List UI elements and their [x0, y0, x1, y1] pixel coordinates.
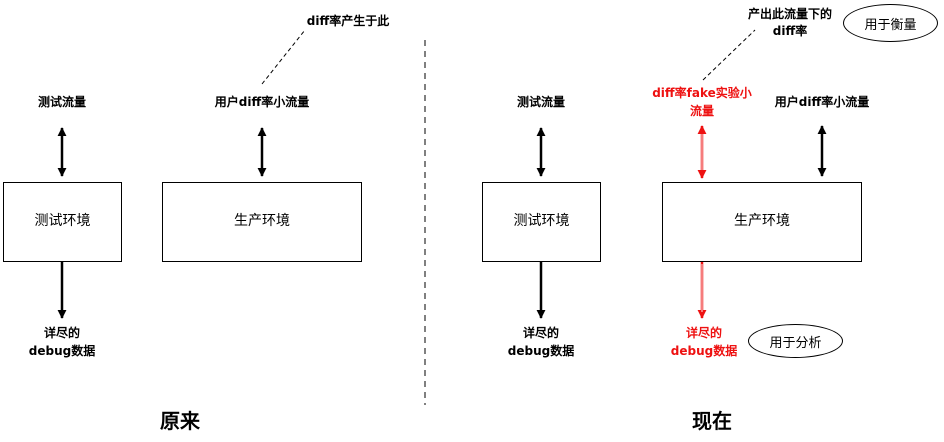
right-red-debug-line1: 详尽的 — [685, 326, 722, 340]
for-measure-ellipse: 用于衡量 — [843, 4, 938, 42]
left-user-traffic-label: 用户diff率小流量 — [214, 95, 310, 109]
left-test-traffic-label: 测试流量 — [37, 95, 86, 109]
right-section-title: 现在 — [692, 409, 732, 433]
left-section-title: 原来 — [160, 409, 200, 433]
right-diff-callout-line — [702, 29, 756, 81]
for-analysis-label: 用于分析 — [769, 335, 822, 351]
right-prod-env-label: 生产环境 — [734, 213, 790, 229]
left-test-env-label: 测试环境 — [34, 213, 91, 229]
right-test-env-box — [482, 182, 601, 262]
for-analysis-ellipse: 用于分析 — [748, 324, 843, 358]
right-diff-produced-line2: diff率 — [772, 24, 808, 38]
left-diff-callout-line — [261, 29, 306, 85]
left-debug-line2: debug数据 — [28, 344, 96, 358]
left-diff-origin-label: diff率产生于此 — [306, 14, 390, 28]
right-red-debug-line2: debug数据 — [670, 344, 738, 358]
right-debug-line1: 详尽的 — [522, 326, 559, 340]
left-debug-line1: 详尽的 — [43, 326, 80, 340]
for-measure-label: 用于衡量 — [864, 17, 917, 33]
right-diff-produced-line1: 产出此流量下的 — [747, 7, 832, 21]
left-prod-env-label: 生产环境 — [234, 213, 290, 229]
left-prod-env-box — [162, 182, 362, 262]
right-fake-traffic-line2: 流量 — [689, 104, 714, 118]
right-test-env-label: 测试环境 — [513, 213, 570, 229]
right-prod-env-box — [662, 182, 862, 262]
left-test-env-box — [3, 182, 122, 262]
right-debug-line2: debug数据 — [507, 344, 575, 358]
right-test-traffic-label: 测试流量 — [516, 95, 565, 109]
right-fake-traffic-line1: diff率fake实验小 — [652, 86, 752, 100]
right-user-traffic-label: 用户diff率小流量 — [774, 95, 870, 109]
